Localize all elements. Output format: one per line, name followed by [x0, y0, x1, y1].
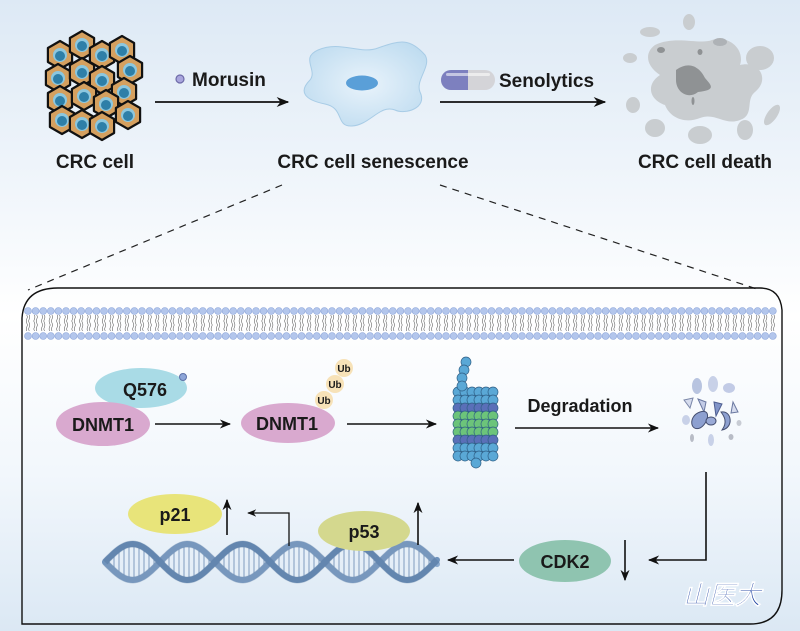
cell-nucleus: [55, 96, 65, 106]
dnmt1-label-b: DNMT1: [256, 414, 318, 434]
dnmt1-label-a: DNMT1: [72, 415, 134, 435]
cell-nucleus: [125, 66, 135, 76]
cell-nucleus: [119, 88, 129, 98]
watermark-logo: 山医大: [683, 581, 764, 611]
cell-nucleus: [53, 74, 63, 84]
cell-nucleus: [97, 76, 107, 86]
morusin-label: Morusin: [192, 70, 266, 91]
arrow-to-cdk2: [647, 472, 707, 565]
degradation-label: Degradation: [527, 396, 632, 416]
cell-nucleus: [57, 116, 67, 126]
dna-helix-icon: [102, 540, 440, 584]
crc-cell-label: CRC cell: [56, 152, 134, 173]
q576-label: Q576: [123, 380, 167, 400]
cell-nucleus: [77, 68, 87, 78]
cell-nucleus: [55, 51, 65, 61]
arrow-transcription: [247, 509, 290, 546]
cell-nucleus: [101, 100, 111, 110]
p53-label: p53: [348, 522, 379, 542]
cell-detail-panel: [21, 287, 783, 625]
cell-nucleus: [77, 120, 87, 130]
crc-cell-cluster-icon: [44, 29, 144, 142]
ubiquitin-chain-icon: Ub Ub Ub: [315, 359, 353, 409]
crc-cell-death-label: CRC cell death: [638, 152, 772, 173]
p21-label: p21: [159, 505, 190, 525]
proteasome-icon: [452, 356, 499, 469]
ub-label-1: Ub: [337, 364, 350, 375]
dead-cell-icon: [623, 14, 781, 144]
cdk2-ellipse: [519, 540, 611, 582]
q576-ellipse: [95, 368, 187, 408]
zoom-line-right: [439, 184, 761, 291]
senolytics-pill-icon: [441, 70, 495, 90]
p21-ellipse: [128, 494, 222, 534]
p53-ellipse: [318, 511, 410, 551]
senolytics-label: Senolytics: [499, 71, 594, 92]
cell-nucleus: [97, 122, 107, 132]
crc-cell-senescence-label: CRC cell senescence: [277, 152, 468, 173]
cell-nucleus: [97, 51, 107, 61]
cdk2-label: CDK2: [540, 552, 589, 572]
cell-nucleus-icon: [346, 75, 378, 91]
cell-nucleus: [117, 46, 127, 56]
cell-nucleus: [123, 111, 133, 121]
dnmt1-ellipse-b: [241, 403, 335, 443]
cell-nucleus: [79, 92, 89, 102]
zoom-line-left: [27, 184, 283, 291]
dnmt1-ellipse-a: [56, 402, 150, 446]
cell-membrane-icon: [24, 307, 777, 340]
morusin-molecule-icon: [175, 74, 185, 84]
ub-label-3: Ub: [317, 396, 330, 407]
degraded-fragments-icon: [682, 376, 742, 446]
morusin-bound-icon: [179, 373, 187, 381]
cell-nucleus: [77, 41, 87, 51]
ub-label-2: Ub: [328, 380, 341, 391]
